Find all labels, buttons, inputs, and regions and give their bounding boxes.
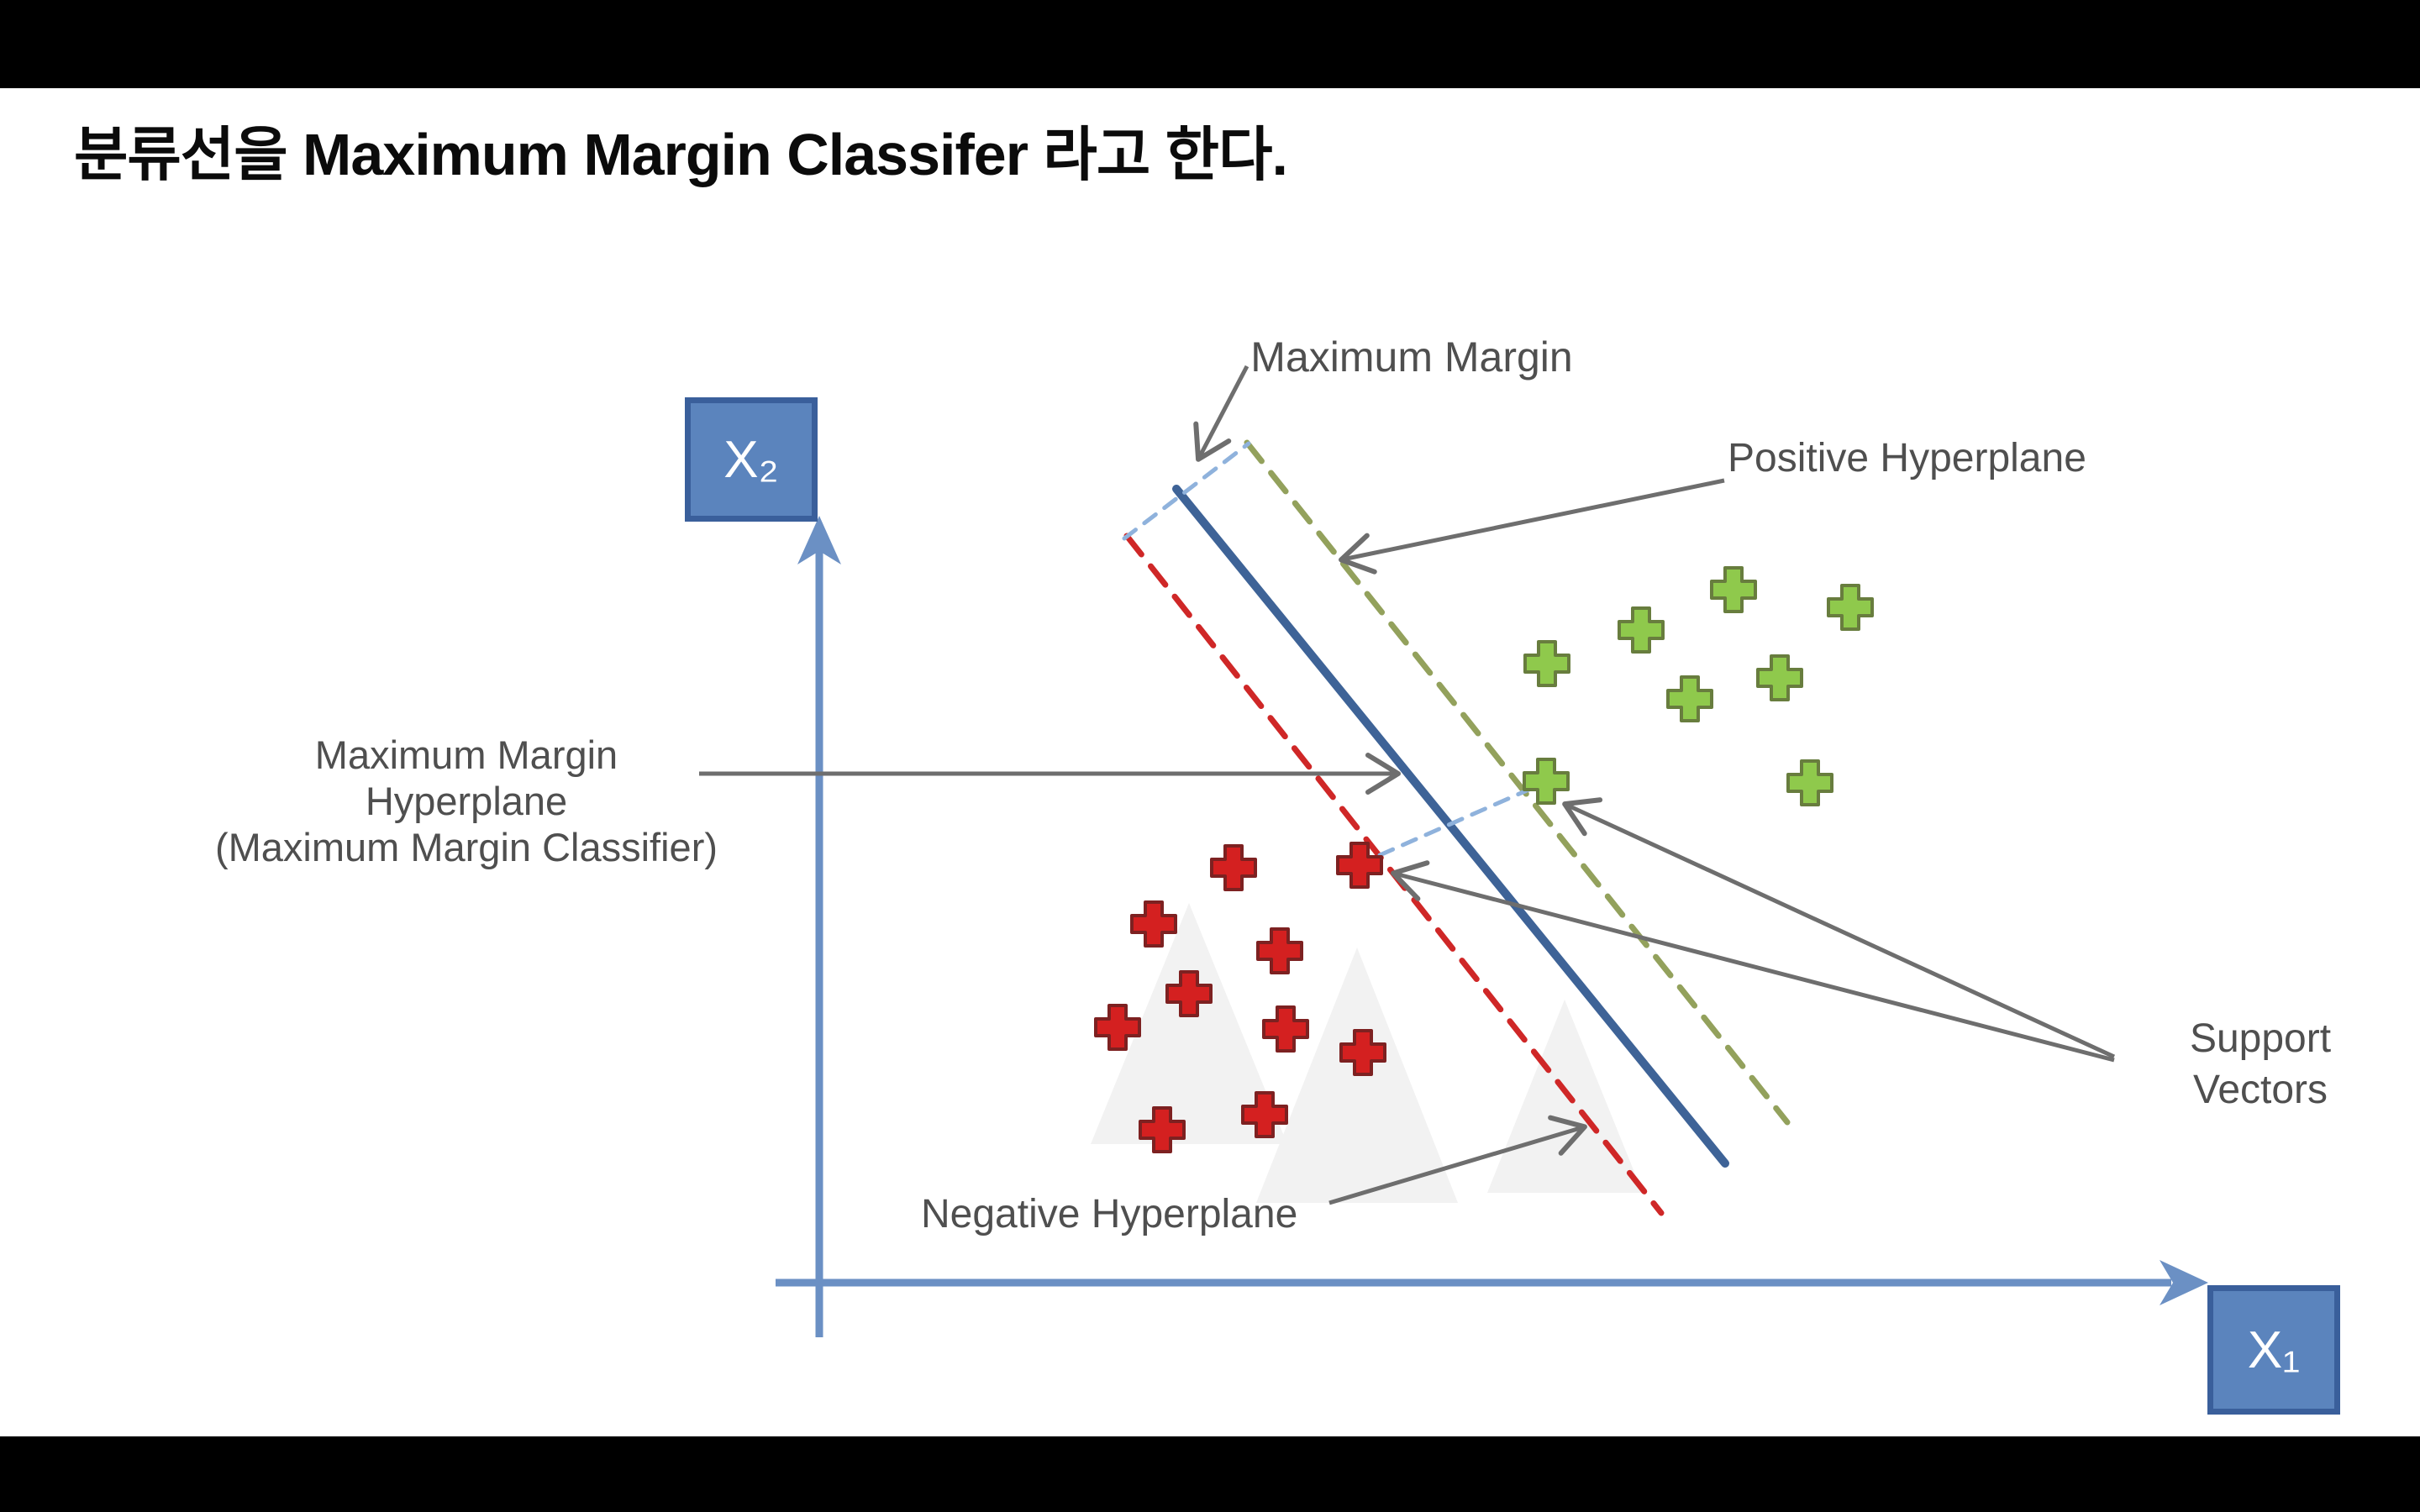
label-maximum-margin-hyperplane: Maximum Margin Hyperplane (Maximum Margi… [176,732,756,871]
negative-class-marker [1262,1005,1309,1053]
top-letterbox-bar [0,0,2420,88]
maximum-margin-arrow [1193,365,1249,462]
y-axis-label: X₂ [723,430,779,489]
label-negative-hyperplane: Negative Hyperplane [921,1191,1297,1238]
negative-class-marker [1139,1106,1186,1153]
slide-title: 분류선을 Maximum Margin Classifer 라고 한다. [74,122,1288,187]
bottom-letterbox-bar [0,1436,2420,1512]
negative-class-marker [1130,900,1177,948]
positive-class-marker [1756,654,1803,701]
y-axis-arrowhead [797,516,841,564]
x-axis-arrowhead [2160,1260,2208,1305]
label-mmh-line1: Maximum Margin [314,732,618,777]
support-vector-arrow-negative [1391,860,2115,1063]
positive-class-marker [1523,758,1570,805]
label-maximum-margin-text: Maximum Margin [1250,333,1573,381]
positive-class-marker [1618,606,1665,654]
negative-class-marker [1336,842,1383,889]
positive-class-marker [1523,640,1570,687]
negative-hyperplane-arrow [1328,1115,1587,1205]
margin-width-cap-line [1122,441,1251,541]
support-vector-connector-line [1377,785,1535,858]
positive-class-marker [1786,759,1833,806]
negative-class-marker [1339,1029,1386,1076]
label-negative-hyperplane-text: Negative Hyperplane [921,1192,1298,1236]
negative-class-marker [1256,927,1303,974]
negative-class-marker [1165,970,1213,1017]
label-support-vectors-line2: Vectors [2192,1068,2328,1113]
negative-class-marker [1094,1004,1141,1051]
label-support-vectors-line1: Support [2189,1016,2332,1061]
negative-class-marker [1210,844,1257,891]
positive-hyperplane-arrow [1339,478,1725,575]
watermark-triangle [1091,903,1287,1144]
negative-class-marker [1241,1091,1288,1138]
positive-class-marker [1827,584,1874,631]
x-axis-label: X₁ [2247,1320,2301,1379]
label-mmh-line2: Hyperplane [365,778,568,823]
positive-class-marker [1710,566,1757,613]
positive-hyperplane-line [1244,439,1791,1126]
label-positive-hyperplane: Positive Hyperplane [1728,435,2086,482]
label-maximum-margin: Maximum Margin [1202,333,1622,382]
positive-class-marker [1666,675,1713,722]
support-vector-arrow-positive [1562,797,2116,1059]
x-axis-label-box: X₁ [2207,1285,2340,1415]
y-axis-label-box: X₂ [685,397,818,522]
label-support-vectors: Support Vectors [2147,1013,2374,1116]
label-positive-hyperplane-text: Positive Hyperplane [1728,436,2086,480]
label-mmh-line3: (Maximum Margin Classifier) [214,824,718,869]
